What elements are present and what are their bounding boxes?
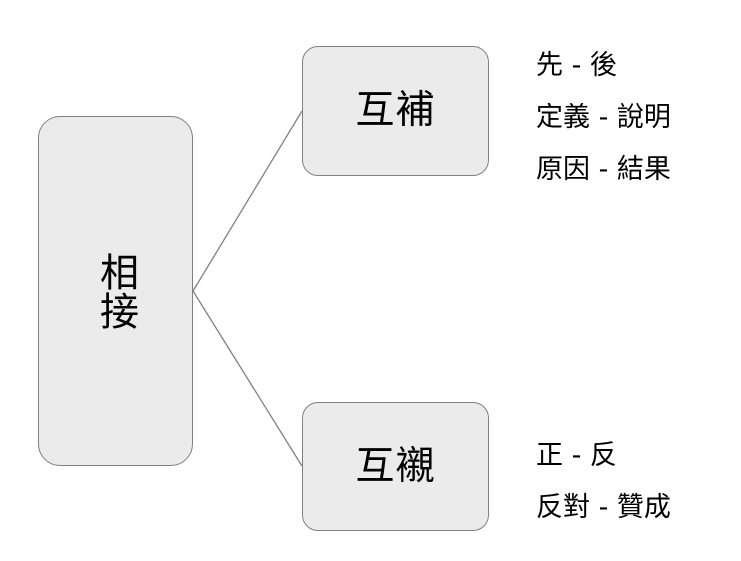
annotation-item: 正 - 反 xyxy=(536,440,617,471)
node-complement-label: 互補 xyxy=(355,88,436,133)
node-contrast[interactable]: 互襯 xyxy=(302,402,489,531)
annotation-item: 原因 - 結果 xyxy=(536,154,671,185)
node-contrast-label: 互襯 xyxy=(355,443,436,489)
annotation-item: 先 - 後 xyxy=(536,50,617,81)
annotation-item: 反對 - 贊成 xyxy=(536,492,671,523)
node-complement[interactable]: 互補 xyxy=(302,46,489,176)
connector-root-to-contrast xyxy=(192,290,303,467)
annotations-complement: 先 - 後 定義 - 說明 原因 - 結果 xyxy=(536,40,741,196)
node-root-label: 相接 xyxy=(93,252,139,330)
annotation-item: 定義 - 說明 xyxy=(536,102,671,133)
connector-root-to-complement xyxy=(192,110,303,292)
node-root[interactable]: 相接 xyxy=(38,116,193,466)
annotations-contrast: 正 - 反 反對 - 贊成 xyxy=(536,430,741,534)
